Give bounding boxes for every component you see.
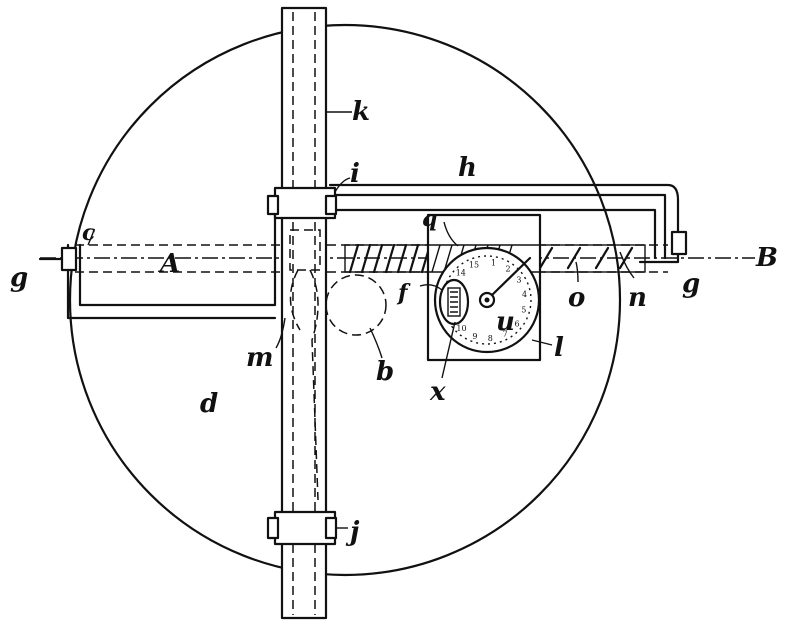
disc-d [68,23,622,577]
label-a: A [157,249,180,279]
dial-tick-label: 5 [521,305,526,314]
hidden-block [289,229,321,271]
leader-f [419,283,443,291]
label-k: k [352,97,370,127]
label-o: o [568,283,585,313]
dial-hub-center [484,297,490,303]
dial-tick-label: 9 [472,332,477,341]
dial-tick-label: 14 [456,269,466,278]
label-u: u [496,307,515,337]
leader-o [575,261,579,283]
label-i: i [350,159,360,189]
right-nut-g [670,230,688,256]
dial-tick-label: 2 [505,264,510,273]
label-x: x [429,377,446,407]
label-j: j [345,517,360,547]
leader-n [619,251,635,279]
hidden-arc-m [289,269,301,331]
right-bracket-outer [328,183,680,264]
dial-tick-label: 15 [469,260,479,269]
label-c: c [82,220,96,246]
leader-l [531,339,553,346]
dial-tick-label: 8 [488,334,493,343]
label-l: l [554,333,564,363]
leader-c [87,229,95,246]
label-f: f [396,280,411,306]
hidden-link [309,269,319,501]
small-gauge-window [447,287,461,317]
label-m: m [246,343,274,373]
spring-coils-loose [538,246,634,270]
label-h: h [458,153,477,183]
right-bracket-inner [328,208,657,260]
leader-b [369,327,383,359]
left-bracket-c [78,213,285,307]
dial-tick-label: 10 [456,324,466,333]
clamp-i-lug-left [266,194,280,216]
leader-i [334,177,351,193]
leader-m [275,317,286,349]
label-g-left: g [10,263,28,293]
clamp-j-lug-right [324,516,338,540]
right-bracket-h [328,193,667,260]
dial-pointer [489,256,532,298]
leader-x [441,321,456,379]
label-d: d [200,389,218,419]
dial-tick-label: 4 [522,290,527,299]
dial-tick-label: 1 [491,259,496,268]
hidden-wheel-b [325,274,387,336]
dial-tick-label: 7 [503,329,508,338]
label-n: n [628,283,647,313]
dial-tick-label: 6 [514,319,519,328]
clamp-i-lug-right [324,194,338,216]
label-b: b [376,357,394,387]
leader-q [443,221,459,247]
dial-tick-label: 3 [516,275,521,284]
label-q: q [422,206,437,232]
left-nut-g [60,246,78,272]
label-g-right: g [682,269,700,299]
label-b-end: B [755,243,778,273]
clamp-j-lug-left [266,516,280,540]
small-gauge-marks [450,291,458,313]
